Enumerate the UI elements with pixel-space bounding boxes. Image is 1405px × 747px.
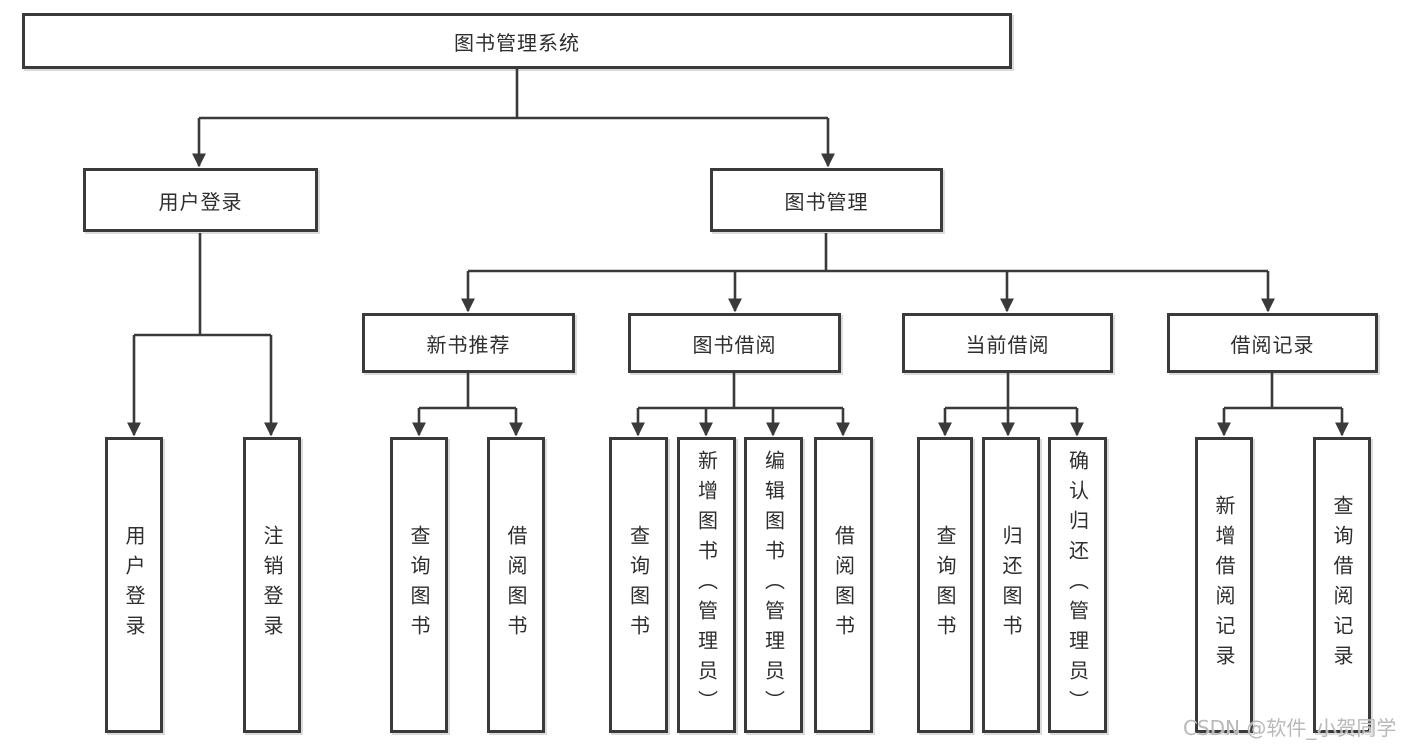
leaf-add-book-admin: 新增图书（管理员）: [677, 437, 736, 733]
leaf-return-book: 归还图书: [982, 437, 1040, 733]
node-root: 图书管理系统: [22, 13, 1012, 69]
node-book-management: 图书管理: [710, 168, 943, 232]
leaf-query-books-1-label: 查询图书: [407, 525, 431, 645]
leaf-return-book-label: 归还图书: [999, 525, 1023, 645]
leaf-query-borrow-record-label: 查询借阅记录: [1330, 495, 1354, 675]
leaf-query-books-2-label: 查询图书: [626, 525, 651, 645]
csdn-watermark: CSDN @软件_小贺同学: [1183, 716, 1397, 740]
leaf-edit-book-admin-label: 编辑图书（管理员）: [761, 450, 786, 720]
leaf-borrow-books-2: 借阅图书: [814, 437, 873, 733]
leaf-logout-label: 注销登录: [260, 525, 284, 645]
node-new-book-recommend-label: 新书推荐: [426, 332, 511, 357]
node-book-borrow: 图书借阅: [628, 313, 841, 373]
leaf-query-books-2: 查询图书: [609, 437, 668, 733]
leaf-add-book-admin-label: 新增图书（管理员）: [694, 450, 719, 720]
leaf-borrow-books-1-label: 借阅图书: [504, 525, 528, 645]
leaf-borrow-books-2-label: 借阅图书: [831, 525, 856, 645]
node-user-login: 用户登录: [83, 168, 318, 232]
node-book-borrow-label: 图书借阅: [692, 332, 777, 357]
node-user-login-label: 用户登录: [158, 189, 243, 214]
leaf-edit-book-admin: 编辑图书（管理员）: [744, 437, 803, 733]
node-book-management-label: 图书管理: [784, 189, 869, 214]
node-root-label: 图书管理系统: [454, 30, 580, 55]
leaf-query-books-1: 查询图书: [390, 437, 448, 733]
leaf-logout: 注销登录: [243, 437, 301, 733]
node-borrow-records-label: 借阅记录: [1230, 332, 1315, 357]
leaf-add-borrow-record: 新增借阅记录: [1195, 437, 1253, 733]
leaf-confirm-return-admin: 确认归还（管理员）: [1048, 437, 1107, 733]
leaf-user-login: 用户登录: [105, 437, 163, 733]
node-current-borrow-label: 当前借阅: [965, 332, 1050, 357]
leaf-confirm-return-admin-label: 确认归还（管理员）: [1065, 450, 1090, 720]
leaf-query-books-3: 查询图书: [917, 437, 973, 733]
leaf-query-books-3-label: 查询图书: [933, 525, 957, 645]
leaf-user-login-label: 用户登录: [122, 525, 146, 645]
node-new-book-recommend: 新书推荐: [362, 313, 575, 373]
node-current-borrow: 当前借阅: [902, 313, 1113, 373]
leaf-add-borrow-record-label: 新增借阅记录: [1212, 495, 1236, 675]
leaf-borrow-books-1: 借阅图书: [487, 437, 545, 733]
node-borrow-records: 借阅记录: [1167, 313, 1378, 373]
leaf-query-borrow-record: 查询借阅记录: [1313, 437, 1371, 733]
